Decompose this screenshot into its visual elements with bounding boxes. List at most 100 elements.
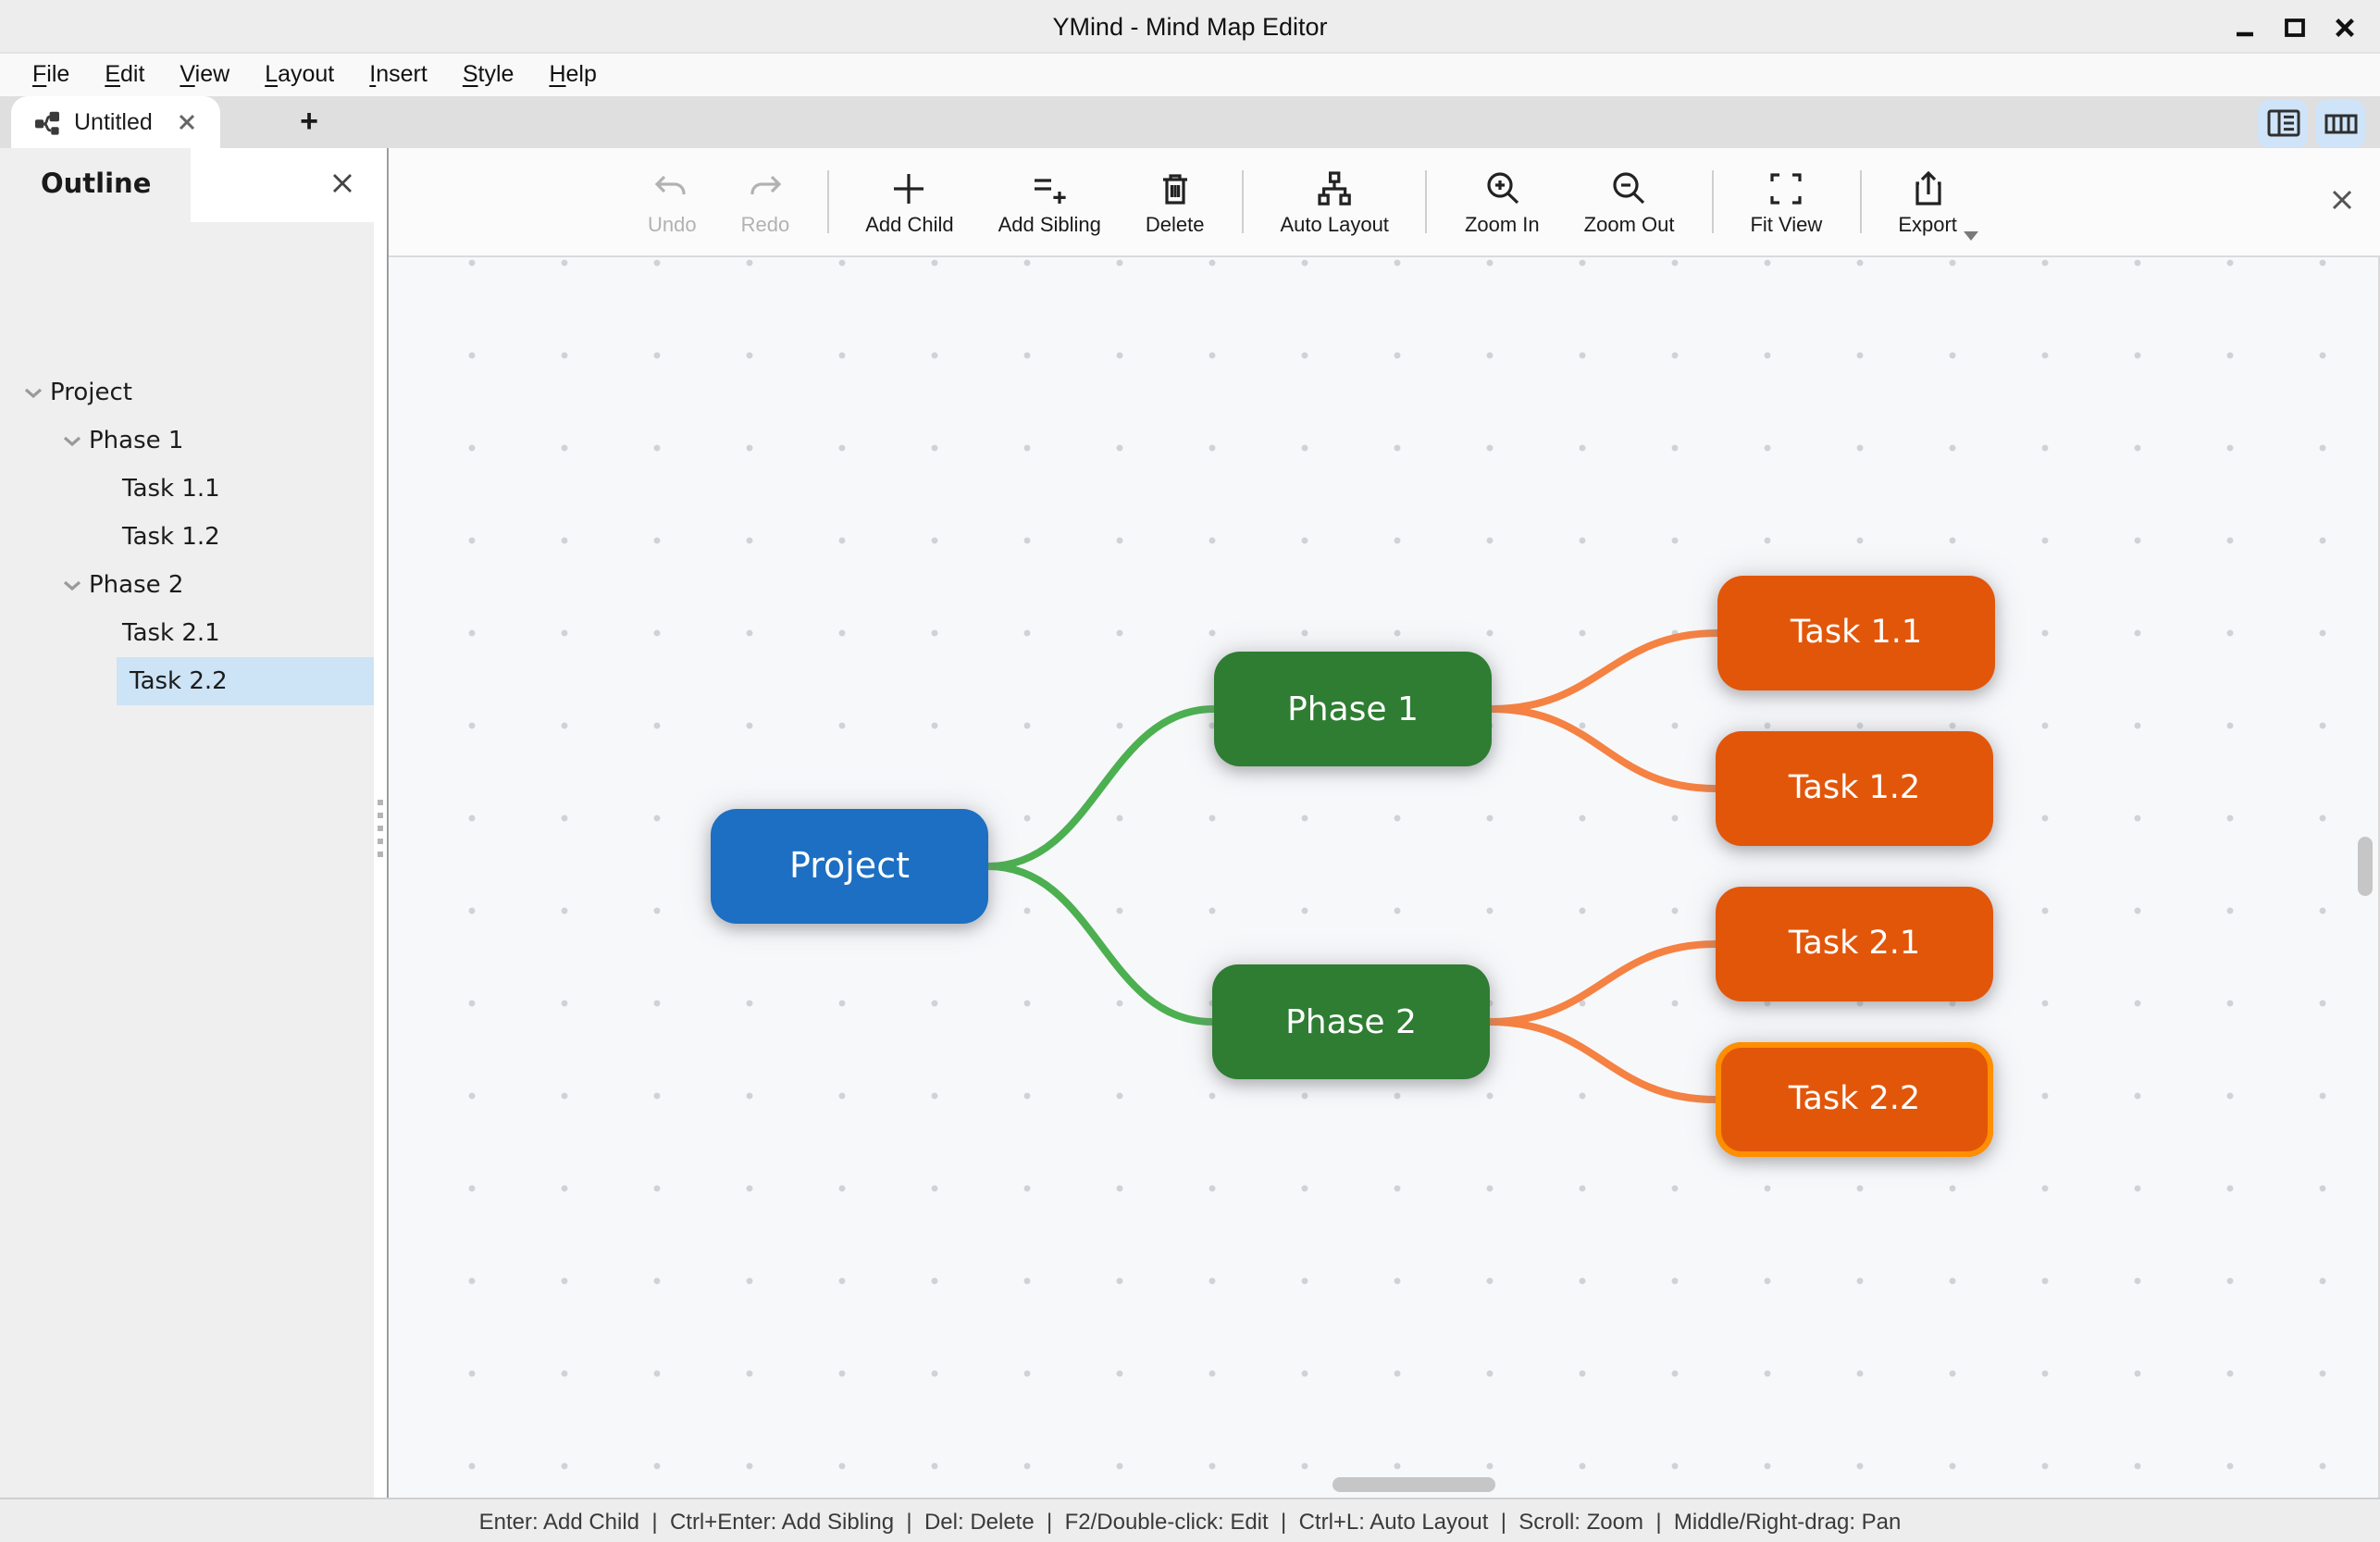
toolbar-label: Redo	[740, 214, 790, 236]
toggle-outline-panel-button[interactable]	[2258, 99, 2308, 147]
tree-item-label: Phase 2	[89, 571, 184, 599]
minimize-button[interactable]	[2232, 14, 2258, 40]
zoom-in-button[interactable]: Zoom In	[1443, 148, 1562, 255]
outline-header: Outline	[0, 148, 374, 222]
chevron-down-icon[interactable]	[63, 435, 81, 448]
outline-title: Outline	[41, 170, 152, 200]
toolbar-label: Export	[1898, 214, 1979, 240]
menu-item-style[interactable]: Style	[462, 61, 514, 87]
tree-selection-highlight	[117, 657, 374, 705]
zoom-out-icon	[1609, 168, 1650, 208]
close-icon	[180, 114, 195, 131]
undo-button[interactable]: Undo	[626, 148, 719, 255]
node-label: Task 1.1	[1790, 615, 1923, 652]
menu-item-edit[interactable]: Edit	[105, 61, 145, 87]
status-hints: Enter: Add Child | Ctrl+Enter: Add Sibli…	[478, 1508, 1902, 1534]
columns-icon	[2324, 113, 2357, 133]
mindmap-node-project[interactable]: Project	[711, 809, 988, 924]
tab-untitled[interactable]: Untitled	[11, 96, 221, 148]
chevron-down-icon[interactable]	[63, 579, 81, 592]
connector-phase1-task11	[1488, 629, 1721, 713]
menu-item-insert[interactable]: Insert	[369, 61, 428, 87]
tree-item-phase-2[interactable]: Phase 2	[0, 561, 374, 609]
toolbar-label: Add Child	[865, 214, 954, 236]
toolbar-separator	[1425, 170, 1428, 233]
mindmap-node-task21[interactable]: Task 2.1	[1716, 887, 1993, 1001]
horizontal-scrollbar-thumb[interactable]	[1333, 1477, 1495, 1492]
panel-splitter[interactable]	[374, 148, 389, 1498]
toolbar-label: Zoom In	[1464, 214, 1540, 236]
add-child-button[interactable]: Add Child	[843, 148, 975, 255]
node-label: Task 1.2	[1788, 770, 1921, 807]
maximize-button[interactable]	[2282, 14, 2308, 40]
org-chart-icon	[1314, 168, 1355, 208]
tree-item-label: Phase 1	[89, 427, 184, 454]
menu-item-layout[interactable]: Layout	[265, 61, 335, 87]
toolbar-separator	[1241, 170, 1244, 233]
tree-item-phase-1[interactable]: Phase 1	[0, 417, 374, 465]
auto-layout-button[interactable]: Auto Layout	[1258, 148, 1411, 255]
close-icon	[333, 174, 352, 193]
window-controls	[2232, 0, 2358, 54]
tree-item-task-2-2[interactable]: Task 2.2	[0, 657, 374, 705]
zoom-out-button[interactable]: Zoom Out	[1562, 148, 1697, 255]
mindmap-node-task11[interactable]: Task 1.1	[1717, 576, 1995, 690]
toolbar-label: Zoom Out	[1583, 214, 1675, 236]
minimize-icon	[2237, 31, 2253, 36]
mindmap-node-phase1[interactable]: Phase 1	[1214, 652, 1492, 766]
tab-bar-tools	[2258, 98, 2365, 148]
toolbar-separator	[1859, 170, 1862, 233]
delete-button[interactable]: Delete	[1123, 148, 1227, 255]
toolbar-label: Add Sibling	[998, 214, 1101, 236]
outline-close-button[interactable]	[331, 172, 353, 194]
add-sibling-icon	[1029, 168, 1070, 208]
connector-phase2-task22	[1486, 1018, 1719, 1103]
tab-label: Untitled	[74, 109, 153, 135]
toggle-columns-button[interactable]	[2315, 99, 2365, 147]
node-label: Phase 1	[1287, 690, 1419, 728]
add-sibling-button[interactable]: Add Sibling	[976, 148, 1123, 255]
node-label: Phase 2	[1285, 1002, 1417, 1041]
export-icon	[1907, 168, 1948, 208]
fit-view-button[interactable]: Fit View	[1728, 148, 1844, 255]
side-panel-icon	[2266, 109, 2299, 137]
status-bar: Enter: Add Child | Ctrl+Enter: Add Sibli…	[0, 1498, 2380, 1542]
toolbar-close-button[interactable]	[2330, 188, 2354, 212]
tree-item-task-1-1[interactable]: Task 1.1	[0, 465, 374, 513]
close-window-button[interactable]	[2332, 14, 2358, 40]
vertical-scrollbar-thumb[interactable]	[2358, 837, 2373, 896]
toolbar-separator	[1711, 170, 1714, 233]
toolbar-label: Auto Layout	[1280, 214, 1389, 236]
zoom-in-icon	[1481, 168, 1522, 208]
tree-item-project[interactable]: Project	[0, 368, 374, 417]
tree-item-task-1-2[interactable]: Task 1.2	[0, 513, 374, 561]
title-bar: YMind - Mind Map Editor	[0, 0, 2380, 54]
export-button[interactable]: Export	[1876, 148, 1979, 255]
close-icon	[2332, 190, 2352, 210]
tree-item-label: Task 1.1	[122, 475, 220, 503]
menu-item-help[interactable]: Help	[549, 61, 597, 87]
toolbar-separator	[826, 170, 829, 233]
fit-view-icon	[1766, 168, 1806, 208]
tab-close-button[interactable]	[179, 113, 197, 131]
maximize-icon	[2285, 18, 2305, 36]
splitter-handle-icon	[378, 800, 383, 857]
close-icon	[2336, 18, 2354, 36]
mindmap-node-task12[interactable]: Task 1.2	[1716, 731, 1993, 846]
menu-item-view[interactable]: View	[180, 61, 230, 87]
chevron-down-icon[interactable]	[24, 387, 43, 400]
connector-project-phase1	[985, 705, 1218, 870]
mindmap-node-task22[interactable]: Task 2.2	[1716, 1042, 1993, 1157]
tab-bar: Untitled +	[0, 96, 2380, 148]
tree-item-task-2-1[interactable]: Task 2.1	[0, 609, 374, 657]
new-tab-button[interactable]: +	[300, 104, 318, 139]
redo-button[interactable]: Redo	[719, 148, 812, 255]
node-label: Task 2.2	[1788, 1081, 1921, 1118]
connector-edges	[985, 629, 1721, 1103]
mindmap-node-phase2[interactable]: Phase 2	[1212, 964, 1490, 1079]
menu-item-file[interactable]: File	[32, 61, 70, 87]
